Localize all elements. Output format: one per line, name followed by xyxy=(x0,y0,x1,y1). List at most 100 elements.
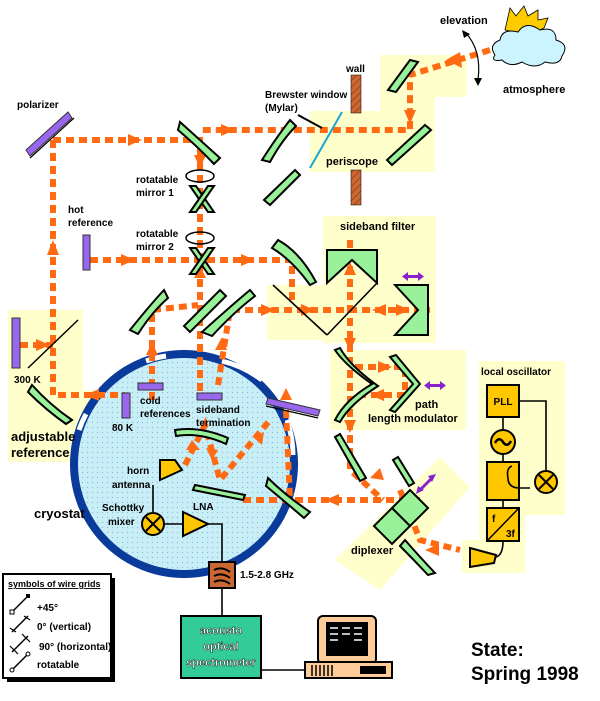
label-aos-a: acousto xyxy=(200,625,242,637)
label-schottky: Schottky xyxy=(102,503,145,514)
mirror-curved-5 xyxy=(200,288,257,338)
legend-symbol-horizontal xyxy=(9,633,31,655)
periscope-mirror-bottom xyxy=(385,123,433,167)
legend-symbol-vertical xyxy=(9,615,31,633)
reference-80k xyxy=(121,392,131,419)
label-brewster-mylar: (Mylar) xyxy=(265,103,298,114)
polarizer xyxy=(25,111,75,159)
label-atmosphere: atmosphere xyxy=(503,84,565,96)
label-rotatable-mirror-1a: rotatable xyxy=(136,175,179,186)
beam-arrows xyxy=(36,52,462,556)
legend-label-horizontal: 90° (horizontal) xyxy=(39,642,111,653)
mirror-cryostat-flat xyxy=(191,483,247,502)
label-periscope: periscope xyxy=(326,156,378,168)
mirror-diplexer-curved xyxy=(398,538,437,577)
brewster-pointer-arrow-icon xyxy=(297,114,323,129)
sideband-filter-roof-top xyxy=(326,249,378,286)
diplexer[interactable] xyxy=(372,488,430,546)
mirror-plm-moving xyxy=(388,353,422,414)
label-rotatable-mirror-2a: rotatable xyxy=(136,229,179,240)
wire-grid-adjustable xyxy=(27,319,79,369)
mirror-curved-1 xyxy=(176,120,222,166)
periscope-mirror-top xyxy=(386,58,420,94)
acousto-optical-spectrometer[interactable] xyxy=(180,615,262,679)
mirror-curved-4 xyxy=(128,288,170,336)
mirror-flat-lower-2 xyxy=(391,455,416,488)
label-hot: hot xyxy=(68,205,84,216)
mirror-cryostat-curved xyxy=(173,428,230,446)
label-cryostat: cryostat xyxy=(34,506,85,521)
legend-title: symbols of wire grids xyxy=(8,579,101,589)
label-rotatable-mirror-2b: mirror 2 xyxy=(136,242,174,253)
label-300k: 300 K xyxy=(14,375,41,386)
mirror-flat-periscope-left xyxy=(262,168,302,207)
label-plm-path: path xyxy=(415,399,439,411)
wall xyxy=(350,74,362,114)
plm-drive-arrow-icon xyxy=(424,381,446,390)
rotatable-mirror-1[interactable] xyxy=(185,169,216,213)
label-if-band: 1.5-2.8 GHz xyxy=(240,570,294,581)
lna-amplifier-icon xyxy=(182,510,211,538)
label-polarizer: polarizer xyxy=(17,100,59,111)
label-brewster-window: Brewster window xyxy=(265,90,347,101)
sideband-filter-roof-right xyxy=(392,284,429,336)
label-antenna: antenna xyxy=(112,480,151,491)
label-multiplier-3f: 3f xyxy=(506,529,516,540)
label-multiplier-f: f xyxy=(492,514,496,525)
horn-antenna xyxy=(159,459,184,482)
label-wall: wall xyxy=(345,64,365,75)
label-mixer: mixer xyxy=(108,517,135,528)
sideband-drive-arrow-icon xyxy=(402,272,424,281)
wire-grid-right xyxy=(265,397,321,419)
label-plm-length: length modulator xyxy=(368,413,459,425)
legend-label-vertical: 0° (vertical) xyxy=(37,622,91,633)
label-sideband: sideband xyxy=(196,405,240,416)
label-sideband-filter: sideband filter xyxy=(340,221,416,233)
label-aos-c: spectrometer xyxy=(186,657,256,669)
reference-300k xyxy=(11,317,21,369)
mirror-plm-fixed xyxy=(333,346,380,424)
sideband-grid-left xyxy=(272,284,328,336)
legend-label-rotatable: rotatable xyxy=(37,660,80,671)
brewster-window xyxy=(309,111,343,169)
legend-symbol-plus45 xyxy=(9,594,30,615)
rotatable-mirror-2[interactable] xyxy=(185,231,216,275)
label-cold: cold xyxy=(140,396,161,407)
label-pll: PLL xyxy=(494,397,513,408)
mirror-curved-3 xyxy=(270,238,318,287)
label-state-date: Spring 1998 xyxy=(471,664,579,685)
mirror-curved-2 xyxy=(260,118,298,164)
computer-icon xyxy=(304,615,393,679)
wire-mult-horn xyxy=(495,540,504,558)
label-adjustable: adjustable xyxy=(11,429,75,444)
sun-cloud-icon xyxy=(491,5,566,67)
zone-atmosphere-periscope xyxy=(310,55,467,172)
legend-symbol-rotatable xyxy=(9,651,31,673)
mirror-flat-lower-1 xyxy=(333,432,368,483)
label-state: State: xyxy=(471,640,524,661)
label-local-oscillator: local oscillator xyxy=(481,367,551,378)
label-elevation: elevation xyxy=(440,15,488,27)
label-horn: horn xyxy=(127,466,149,477)
legend-label-plus45: +45° xyxy=(37,603,58,614)
lo-horn xyxy=(469,546,498,569)
mirror-flat-center xyxy=(182,288,228,334)
label-rotatable-mirror-1b: mirror 1 xyxy=(136,188,174,199)
label-lna: LNA xyxy=(193,502,214,513)
wall-lower xyxy=(350,169,362,206)
label-80k: 80 K xyxy=(112,423,134,434)
mirrors xyxy=(26,58,437,577)
hot-reference xyxy=(82,234,91,271)
mixer-cross xyxy=(145,516,161,532)
label-sideband-termination: termination xyxy=(196,418,250,429)
cold-reference-load xyxy=(137,382,164,391)
diplexer-drive-arrow-icon xyxy=(416,474,436,494)
label-aos-b: optical xyxy=(203,641,238,653)
elevation-arrow-icon xyxy=(462,30,482,86)
wire-pll-mixer xyxy=(519,400,547,470)
sideband-termination-load xyxy=(196,392,223,401)
label-reference: reference xyxy=(68,218,113,229)
mirror-right-curved xyxy=(264,476,312,520)
sideband-grid-right xyxy=(326,282,378,336)
